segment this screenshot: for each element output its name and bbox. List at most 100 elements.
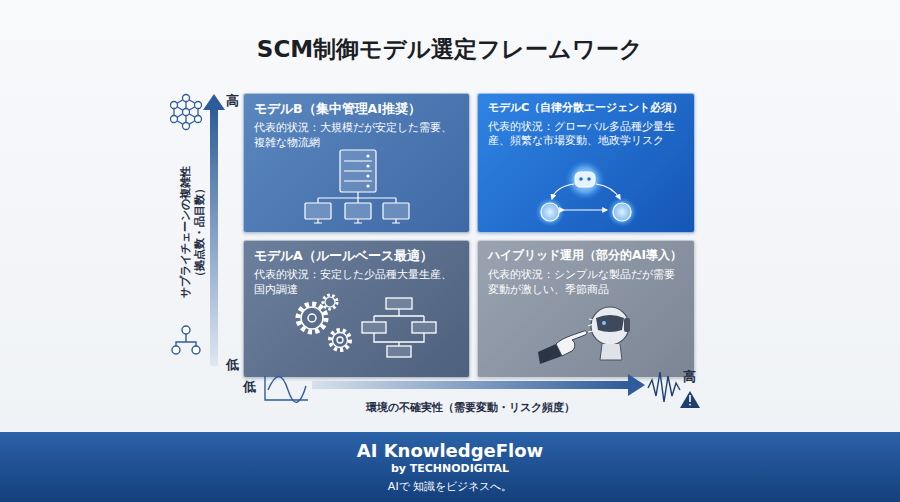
agent-illustration-part: [565, 160, 605, 200]
quadrant-heading: モデルB（集中管理AI推奨）: [254, 101, 459, 117]
network-icon-part: [183, 95, 190, 102]
agent-illustration-part: [579, 177, 583, 181]
volatile-wave-icon-part: [689, 395, 691, 402]
agent-illustration-part: [541, 203, 559, 221]
gear-flowchart-illustration-part: [333, 333, 348, 348]
brand-tagline: AIで 知識をビジネスへ。: [388, 479, 512, 494]
brand-name: AI KnowledgeFlow: [357, 440, 543, 462]
hand-robot-illustration-part: [591, 307, 629, 345]
quadrant-box: ハイブリッド運用（部分的AI導入）代表的状況：シンプルな製品だが需要変動が激しい…: [477, 240, 695, 378]
server-illustration-part: [305, 203, 331, 219]
gear-flowchart-illustration-part: [301, 307, 323, 329]
hand-robot-illustration-part: [588, 319, 593, 332]
server-illustration: [305, 150, 409, 223]
quadrant-box: モデルB（集中管理AI推奨） 代表的状況：大規模だが安定した需要、複雑な物流網: [243, 93, 470, 233]
quadrant-heading: モデルC（自律分散エージェント必須）: [488, 101, 684, 116]
gear-flowchart-illustration-part: [308, 314, 316, 322]
tree-icon-part: [172, 346, 180, 354]
server-illustration-part: [344, 161, 372, 181]
quadrant-description: 代表的状況：シンプルな製品だが需要変動が激しい、季節商品: [488, 267, 684, 296]
brand-byline: by TECHNODIGITAL: [391, 462, 509, 476]
gear-flowchart-illustration-part: [330, 330, 350, 350]
server-illustration-part: [314, 219, 400, 223]
quadrant-heading: モデルA（ルールベース最適）: [254, 248, 459, 264]
hand-robot-illustration-part: [624, 318, 630, 332]
y-axis-arrow: [203, 94, 225, 366]
axis-low: 低: [226, 357, 239, 374]
agent-illustration: [535, 160, 637, 227]
axis-high: 高: [226, 93, 239, 110]
server-illustration-part: [367, 165, 369, 167]
gear-flowchart-illustration-part: [298, 304, 326, 332]
network-icon-part: [171, 116, 178, 123]
agent-illustration-part: [564, 209, 607, 210]
network-icon-part: [171, 102, 178, 109]
y-axis-arrow-part: [203, 94, 225, 110]
hand-robot-illustration-part: [538, 344, 562, 364]
agent-illustration-part: [607, 197, 637, 227]
server-illustration-part: [340, 150, 376, 192]
network-icon-part: [195, 116, 202, 123]
server-illustration-part: [383, 203, 409, 219]
footer-band: AI KnowledgeFlowby TECHNODIGITAL AIで 知識をビ…: [0, 432, 900, 502]
agent-illustration-part: [587, 177, 591, 181]
server-illustration-part: [367, 155, 369, 157]
tree-icon-part: [182, 326, 190, 334]
gear-flowchart-illustration-part: [374, 309, 424, 322]
tree-icon: [172, 326, 200, 354]
network-icon: [171, 95, 202, 130]
agent-illustration-part: [535, 197, 565, 227]
agent-illustration-part: [613, 203, 631, 221]
gear-flowchart-illustration: [298, 295, 436, 357]
network-icon-part: [183, 109, 190, 116]
gear-flowchart-illustration-part: [412, 322, 436, 333]
y-axis-title: サプライチェーンの複雑性 （拠点数・品目数）: [179, 164, 208, 300]
volatile-wave-icon-part: [689, 404, 691, 406]
agent-illustration-part: [575, 172, 595, 187]
server-illustration-part: [345, 203, 371, 219]
axis-high: 高: [683, 369, 696, 386]
y-axis-arrow-part: [210, 108, 218, 366]
hand-robot-illustration-part: [602, 321, 606, 325]
volatile-wave-icon-part: [680, 391, 700, 408]
gear-flowchart-illustration-part: [337, 337, 343, 343]
server-illustration-part: [367, 175, 369, 177]
tree-icon-part: [176, 334, 196, 346]
server-illustration-part: [367, 185, 369, 187]
gear-flowchart-illustration-part: [323, 295, 337, 309]
x-axis-title: 環境の不確実性（需要変動・リスク頻度）: [320, 401, 620, 415]
network-icon-part: [195, 102, 202, 109]
x-axis-arrow-part: [312, 381, 630, 389]
x-axis-arrow: [312, 374, 645, 396]
network-icon-part: [174, 98, 198, 126]
gear-flowchart-illustration-part: [387, 346, 411, 357]
calm-wave-icon: [265, 376, 308, 402]
title: SCM制御モデル選定フレームワーク: [0, 36, 900, 64]
agent-illustration-part: [596, 184, 620, 199]
hand-robot-illustration-part: [556, 331, 587, 356]
volatile-wave-icon: [648, 372, 700, 408]
hand-robot-illustration-part: [596, 315, 624, 332]
hand-robot-illustration: [538, 307, 630, 364]
quadrant-description: 代表的状況：グローバル多品種少量生産、頻繁な市場変動、地政学リスク: [488, 119, 684, 148]
axis-low: 低: [243, 379, 256, 396]
gear-flowchart-illustration-part: [362, 322, 386, 333]
gear-flowchart-illustration-part: [386, 298, 412, 309]
gear-flowchart-illustration-part: [325, 297, 335, 307]
calm-wave-icon-part: [268, 377, 306, 403]
calm-wave-icon-part: [265, 376, 308, 400]
quadrant-description: 代表的状況：大規模だが安定した需要、複雑な物流網: [254, 120, 459, 149]
agent-illustration-part: [552, 184, 574, 199]
x-axis-arrow-part: [628, 374, 645, 396]
tree-icon-part: [192, 346, 200, 354]
hand-robot-illustration-part: [600, 344, 622, 360]
network-icon-part: [183, 123, 190, 130]
gear-flowchart-illustration-part: [374, 333, 424, 346]
server-illustration-part: [318, 192, 396, 203]
quadrant-description: 代表的状況：安定した少品種大量生産、国内調達: [254, 267, 459, 296]
quadrant-box: モデルA（ルールベース最適） 代表的状況：安定した少品種大量生産、国内調達: [243, 240, 470, 378]
volatile-wave-icon-part: [648, 372, 680, 402]
